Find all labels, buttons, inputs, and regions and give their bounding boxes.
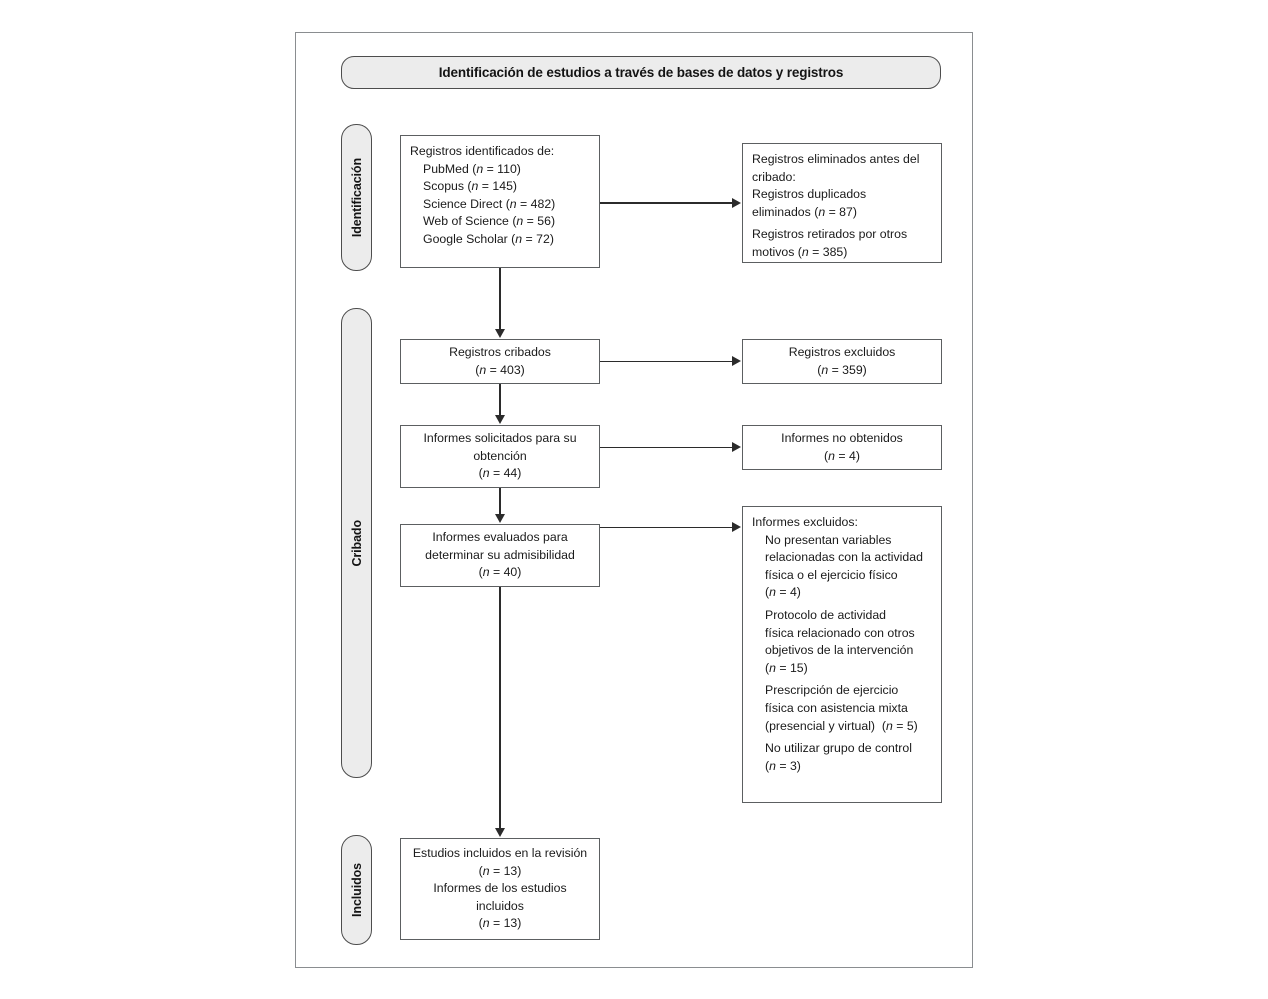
box-reports-sought: Informes solicitados para su obtención (… bbox=[400, 425, 600, 488]
reports-assessed-label-line1: Informes evaluados para bbox=[432, 530, 568, 545]
records-removed-heading-line1: Registros eliminados antes del bbox=[752, 152, 920, 166]
phase-pill-screening: Cribado bbox=[341, 308, 372, 778]
records-identified-source-0: PubMed (n = 110) bbox=[423, 161, 521, 176]
reason-0-line-0: No presentan variables bbox=[765, 532, 892, 547]
reason-3-line-0: No utilizar grupo de control bbox=[765, 741, 912, 756]
records-screened-count: (n = 403) bbox=[475, 362, 525, 377]
box-records-identified: Registros identificados de: PubMed (n = … bbox=[400, 135, 600, 268]
phase-pill-included: Incluidos bbox=[341, 835, 372, 945]
records-screened-label: Registros cribados bbox=[449, 344, 551, 359]
reports-sought-label-line1: Informes solicitados para su bbox=[423, 431, 577, 446]
phase-pill-identification: Identificación bbox=[341, 124, 372, 271]
reason-2-line-1: física con asistencia mixta bbox=[765, 700, 908, 715]
prisma-flow-diagram-frame: Identificación de estudios a través de b… bbox=[295, 32, 973, 968]
records-removed-item-1-line1: Registros retirados por otros bbox=[752, 227, 908, 242]
reason-1-count: (n = 15) bbox=[765, 660, 808, 675]
records-identified-source-1: Scopus (n = 145) bbox=[423, 179, 518, 194]
reports-sought-count: (n = 44) bbox=[478, 466, 522, 481]
records-identified-heading: Registros identificados de: bbox=[410, 144, 555, 158]
connector-sought-to-assessed-line bbox=[499, 488, 501, 516]
studies-included-label-line2a: Informes de los estudios bbox=[433, 881, 567, 896]
connector-assessed-to-included-line bbox=[499, 587, 501, 829]
reason-3-count: (n = 3) bbox=[765, 758, 801, 773]
connector-screened-to-sought-arrow bbox=[494, 415, 505, 424]
connector-sought-to-notretrieved-arrow bbox=[732, 442, 741, 452]
reports-assessed-count: (n = 40) bbox=[478, 565, 522, 580]
records-identified-source-4: Google Scholar (n = 72) bbox=[423, 231, 554, 246]
box-reports-excluded: Informes excluidos: No presentan variabl… bbox=[742, 506, 942, 803]
studies-included-count-1: (n = 13) bbox=[478, 863, 522, 878]
box-records-excluded: Registros excluidos (n = 359) bbox=[742, 339, 942, 384]
reports-not-retrieved-label: Informes no obtenidos bbox=[781, 430, 903, 445]
records-removed-item-1-line2: motivos (n = 385) bbox=[752, 244, 848, 259]
reports-excluded-reason-3: No utilizar grupo de control (n = 3) bbox=[752, 740, 912, 775]
studies-included-count-2: (n = 13) bbox=[478, 916, 522, 931]
connector-identified-to-removed-line bbox=[600, 202, 733, 204]
records-removed-item-0-line2: eliminados (n = 87) bbox=[752, 204, 857, 219]
records-removed-item-0-line1: Registros duplicados bbox=[752, 187, 867, 202]
reason-2-line-2: (presencial y virtual) (n = 5) bbox=[765, 718, 918, 733]
phase-label-included: Incluidos bbox=[349, 863, 364, 917]
diagram-title-banner: Identificación de estudios a través de b… bbox=[341, 56, 941, 89]
connector-sought-to-notretrieved-line bbox=[600, 446, 733, 449]
box-reports-not-retrieved: Informes no obtenidos (n = 4) bbox=[742, 425, 942, 470]
phase-label-screening: Cribado bbox=[349, 519, 364, 567]
studies-included-label-line1: Estudios incluidos en la revisión bbox=[412, 846, 588, 861]
connector-identified-to-screened-arrow bbox=[494, 329, 505, 338]
reports-excluded-reason-0: No presentan variables relacionadas con … bbox=[752, 532, 923, 602]
reason-1-line-0: Protocolo de actividad bbox=[765, 607, 886, 622]
connector-assessed-to-reportsexcluded-line bbox=[600, 526, 733, 529]
reason-0-count: (n = 4) bbox=[765, 585, 801, 600]
box-records-removed: Registros eliminados antes del cribado: … bbox=[742, 143, 942, 263]
box-reports-assessed: Informes evaluados para determinar su ad… bbox=[400, 524, 600, 587]
connector-sought-to-assessed-arrow bbox=[494, 514, 505, 523]
reports-excluded-heading: Informes excluidos: bbox=[752, 515, 858, 529]
connector-identified-to-removed-arrow bbox=[732, 197, 741, 208]
studies-included-label-line2b: incluidos bbox=[476, 898, 524, 913]
records-excluded-label: Registros excluidos bbox=[788, 344, 896, 359]
records-identified-source-2: Science Direct (n = 482) bbox=[423, 196, 556, 211]
reason-0-line-2: física o el ejercicio físico bbox=[765, 567, 898, 582]
diagram-title-text: Identificación de estudios a través de b… bbox=[438, 65, 844, 80]
reason-0-line-1: relacionadas con la actividad bbox=[765, 550, 923, 565]
connector-screened-to-sought-line bbox=[499, 384, 501, 416]
box-records-screened: Registros cribados (n = 403) bbox=[400, 339, 600, 384]
reason-1-line-1: física relacionado con otros bbox=[765, 625, 915, 640]
reports-sought-label-line2: obtención bbox=[473, 448, 527, 463]
connector-identified-to-screened-line bbox=[499, 268, 501, 330]
reports-excluded-reason-1: Protocolo de actividad física relacionad… bbox=[752, 607, 915, 677]
reason-1-line-2: objetivos de la intervención bbox=[765, 643, 914, 658]
phase-label-identification: Identificación bbox=[349, 157, 364, 238]
records-removed-heading-line2: cribado: bbox=[752, 169, 796, 184]
connector-screened-to-excluded-line bbox=[600, 360, 733, 363]
reports-assessed-label-line2: determinar su admisibilidad bbox=[425, 547, 575, 562]
records-identified-source-3: Web of Science (n = 56) bbox=[423, 214, 556, 229]
reports-excluded-reason-2: Prescripción de ejercicio física con asi… bbox=[752, 682, 918, 735]
box-studies-included: Estudios incluidos en la revisión (n = 1… bbox=[400, 838, 600, 940]
connector-assessed-to-included-arrow bbox=[494, 828, 505, 837]
reason-2-line-0: Prescripción de ejercicio bbox=[765, 683, 899, 698]
records-excluded-count: (n = 359) bbox=[817, 362, 867, 377]
connector-assessed-to-reportsexcluded-arrow bbox=[732, 522, 741, 532]
connector-screened-to-excluded-arrow bbox=[732, 356, 741, 366]
reports-not-retrieved-count: (n = 4) bbox=[824, 448, 860, 463]
